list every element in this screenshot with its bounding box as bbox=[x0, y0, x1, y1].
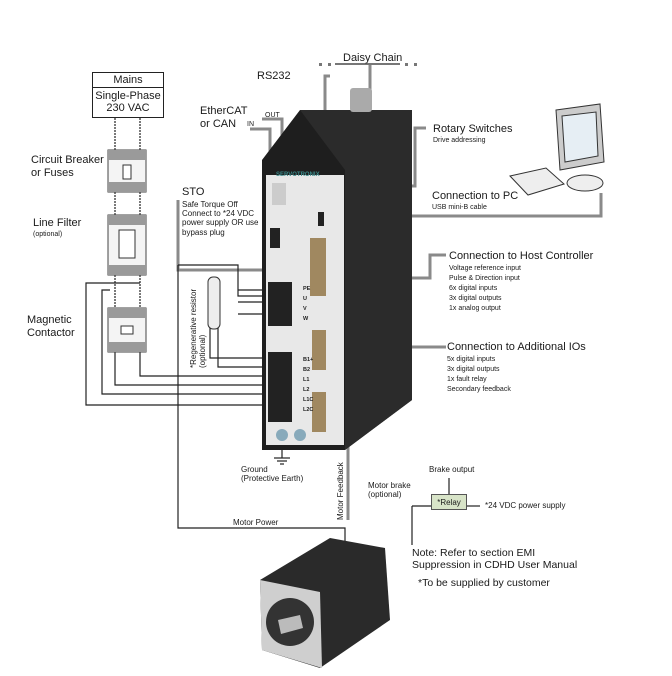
circuit-breaker-label: Circuit Breaker or Fuses bbox=[31, 154, 104, 179]
mains-box: Mains Single-Phase 230 VAC bbox=[92, 72, 164, 118]
sto-connector bbox=[270, 228, 280, 248]
additional-ios-list: 5x digital inputs 3x digital outputs 1x … bbox=[447, 356, 511, 393]
rs232-label: RS232 bbox=[257, 70, 291, 82]
relay-box: *Relay bbox=[431, 494, 467, 510]
circuit-breaker-icon bbox=[107, 149, 147, 193]
motor-connector bbox=[268, 282, 292, 326]
daisy-chain-label: Daisy Chain bbox=[343, 52, 403, 64]
power-wires bbox=[114, 118, 141, 308]
seven-segment-display bbox=[272, 183, 286, 205]
line-filter-note: (optional) bbox=[33, 231, 63, 238]
sto-title: STO bbox=[182, 186, 205, 198]
motor-pin-labels: PE U V W bbox=[303, 286, 311, 322]
servo-motor bbox=[260, 538, 390, 668]
additional-ios-title: Connection to Additional IOs bbox=[447, 341, 586, 353]
regenerative-resistor-icon bbox=[207, 276, 221, 330]
ground-icon bbox=[274, 457, 290, 465]
servo-drive bbox=[262, 88, 412, 450]
ground-screw bbox=[276, 429, 288, 441]
ground-label: Ground (Protective Earth) bbox=[241, 465, 304, 484]
supply-24v-label: *24 VDC power supply bbox=[485, 501, 566, 510]
power-pin-labels: B1+ B2 L1 L2 L1C L2C bbox=[303, 357, 314, 413]
customer-note: *To be supplied by customer bbox=[418, 577, 550, 589]
pc-connection-title: Connection to PC bbox=[432, 190, 519, 202]
pc-leader bbox=[330, 193, 603, 218]
brand-logo: SERVOTRONIX bbox=[276, 172, 320, 178]
brake-output-label: Brake output bbox=[429, 465, 475, 474]
line-filter-icon bbox=[107, 214, 147, 276]
motor-power-label: Motor Power bbox=[233, 518, 279, 527]
regen-resistor-label: *Regenerative resistor (optional) bbox=[189, 288, 207, 368]
mains-line1: Single-Phase bbox=[95, 90, 161, 102]
emi-note: Note: Refer to section EMI Suppression i… bbox=[412, 547, 578, 572]
rotary-switches-desc: Drive addressing bbox=[433, 137, 486, 144]
mounting-bracket bbox=[350, 88, 372, 112]
motor-feedback-label: Motor Feedback bbox=[336, 462, 345, 520]
daisy-chain-dots bbox=[319, 63, 417, 66]
mains-title: Mains bbox=[93, 73, 163, 88]
fieldbus-out-label: OUT bbox=[265, 112, 280, 119]
rotary-switches-title: Rotary Switches bbox=[433, 123, 513, 135]
mains-line2: 230 VAC bbox=[106, 102, 150, 114]
feedback-port bbox=[312, 392, 326, 432]
usb-port bbox=[318, 212, 324, 226]
ios-port bbox=[312, 330, 326, 370]
motor-brake-label: Motor brake (optional) bbox=[368, 481, 411, 500]
fieldbus-in-label: IN bbox=[247, 121, 254, 128]
magnetic-contactor-label: Magnetic Contactor bbox=[27, 314, 75, 339]
power-connector bbox=[268, 352, 292, 422]
host-controller-port bbox=[310, 238, 326, 296]
fieldbus-label: EtherCAT or CAN bbox=[200, 105, 248, 130]
host-controller-list: Voltage reference input Pulse & Directio… bbox=[449, 265, 521, 312]
pc-connection-desc: USB mini-B cable bbox=[432, 204, 487, 211]
magnetic-contactor-icon bbox=[107, 307, 147, 353]
host-controller-title: Connection to Host Controller bbox=[449, 250, 594, 262]
computer-icon bbox=[509, 103, 605, 196]
line-filter-label: Line Filter bbox=[33, 217, 82, 229]
sto-desc: Safe Torque Off Connect to *24 VDC power… bbox=[182, 200, 259, 237]
